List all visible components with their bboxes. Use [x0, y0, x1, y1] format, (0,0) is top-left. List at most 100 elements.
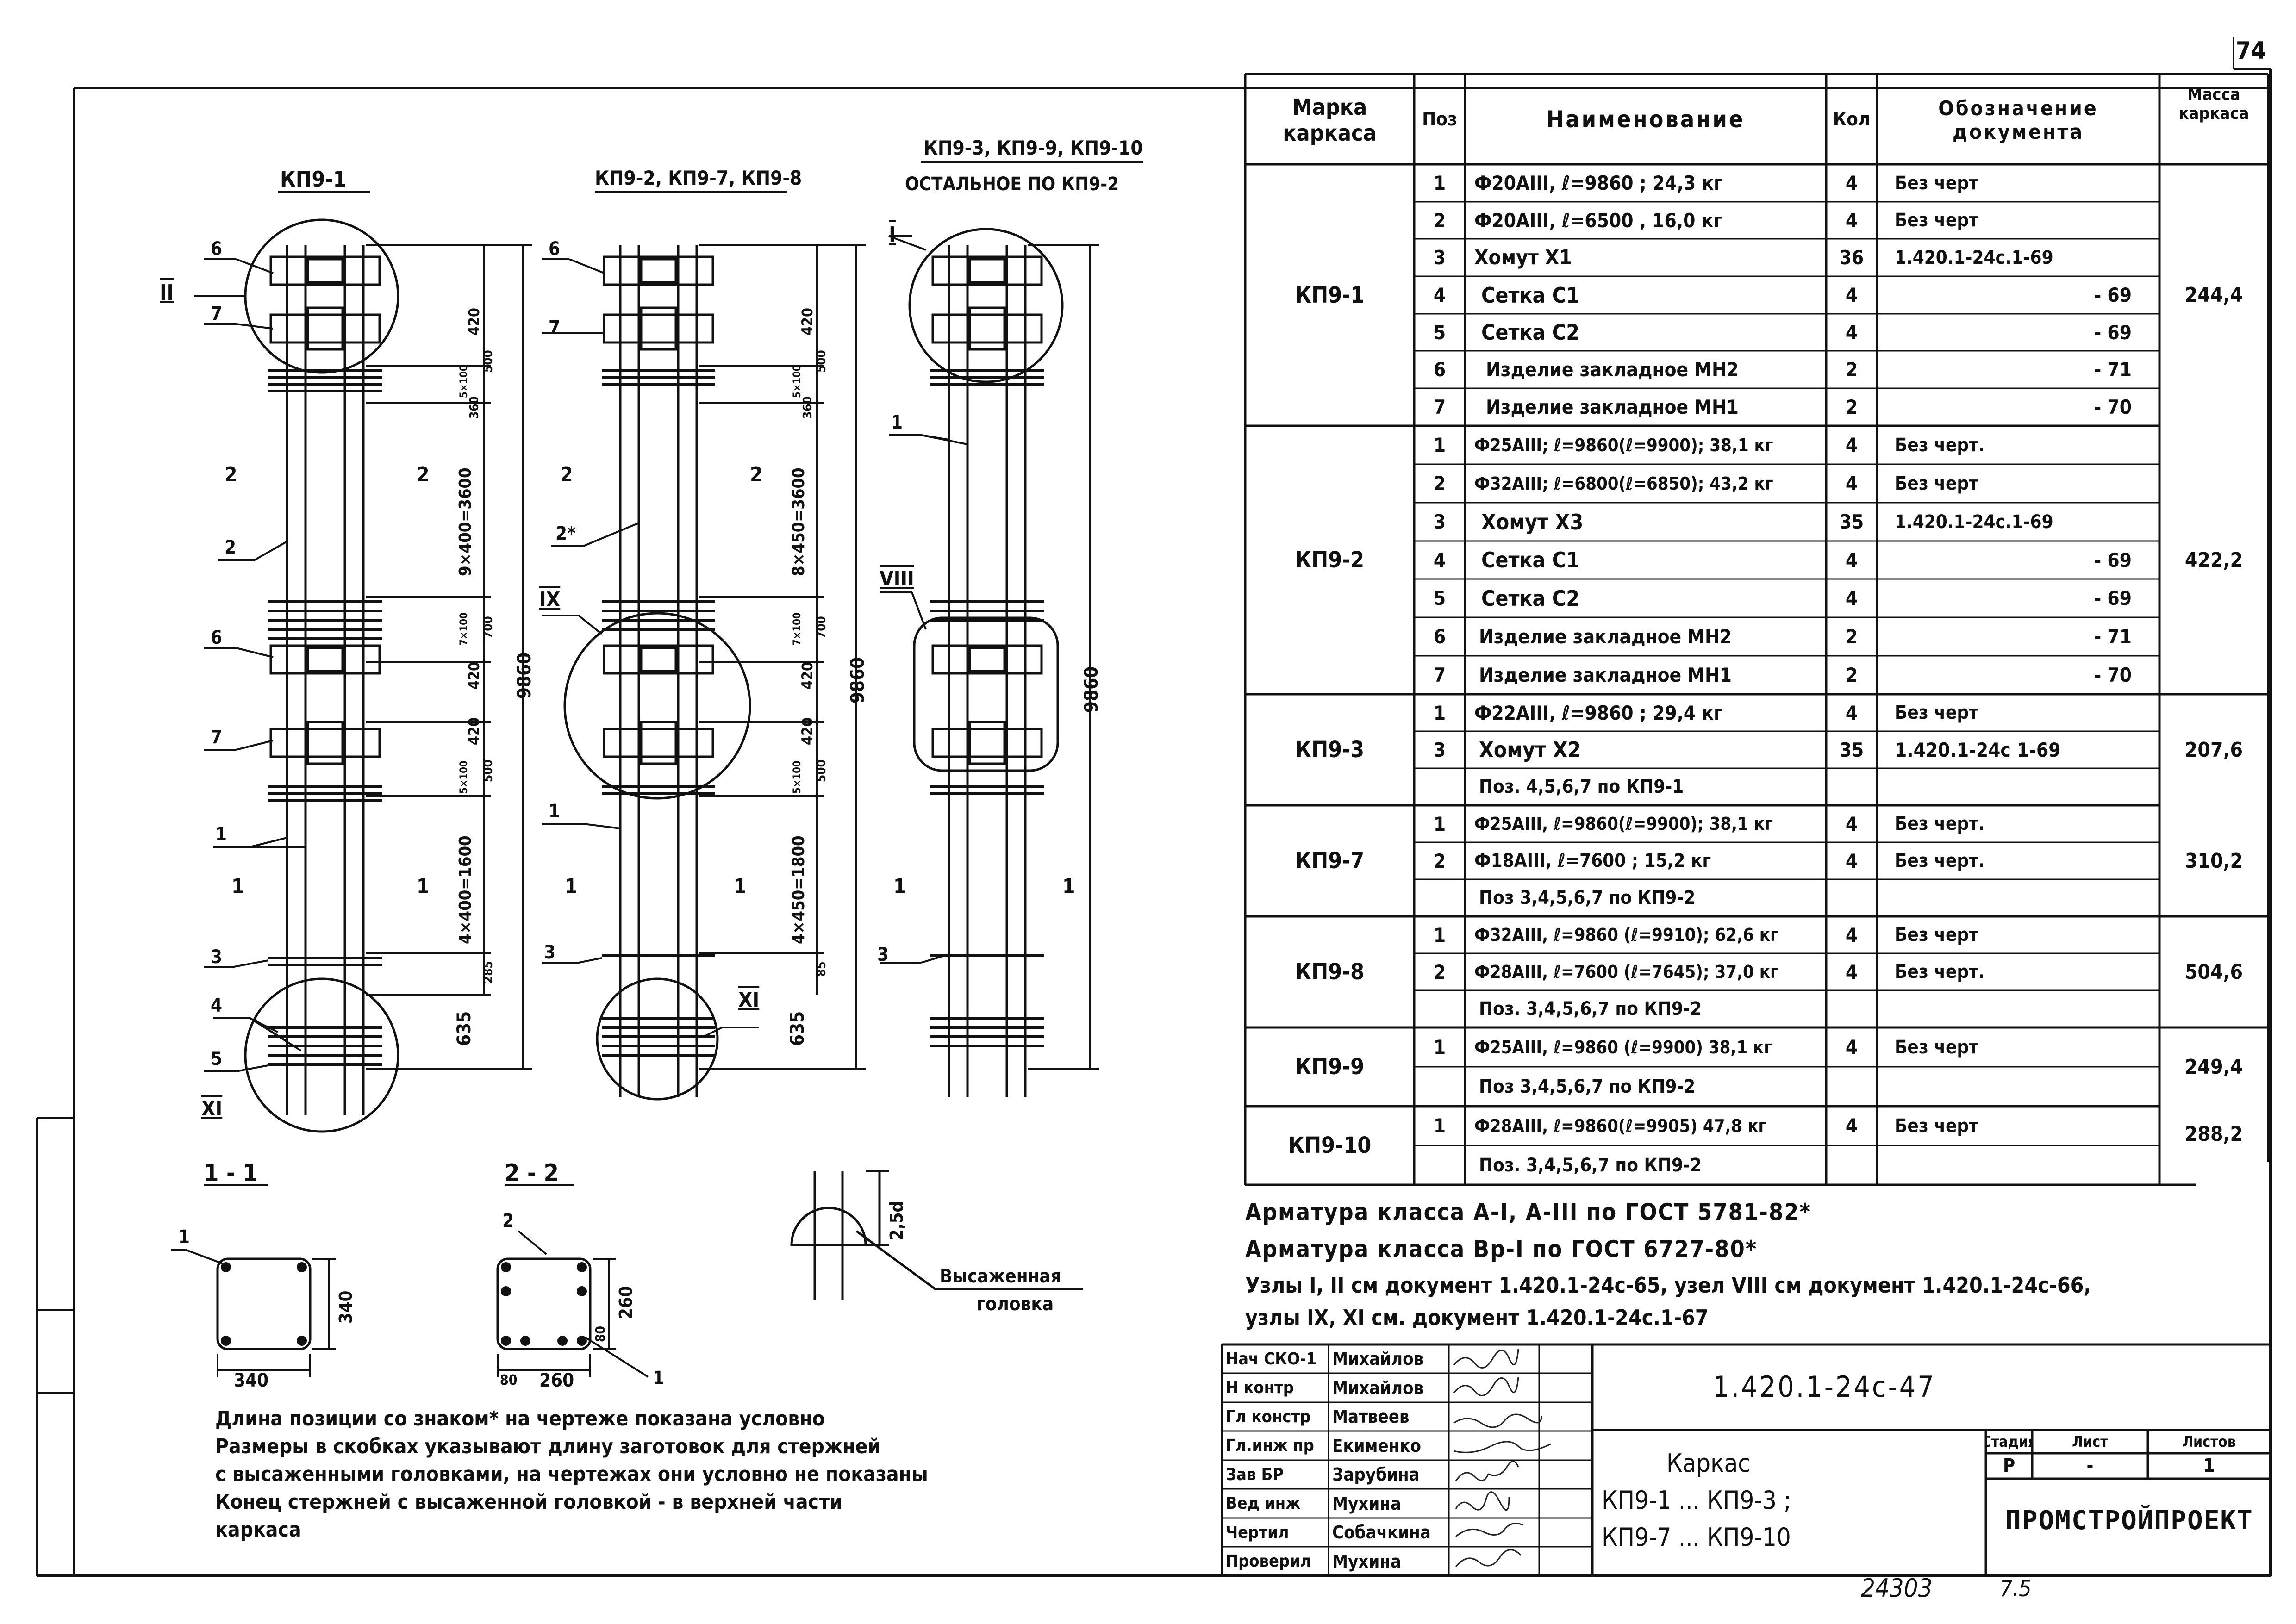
dim-kp9-1: 4×400=1600 [456, 835, 475, 944]
row-pos: 1 [1433, 1036, 1446, 1058]
col-header-mass-2: каркаса [2178, 104, 2249, 123]
row-name: Сетка С1 [1481, 282, 1580, 308]
row-name-ref: Поз. 3,4,5,6,7 по КП9-2 [1479, 1154, 1702, 1176]
pos-label-6: 6 [211, 627, 223, 648]
row-qty: 4 [1845, 172, 1858, 194]
note-line: каркаса [215, 1518, 301, 1542]
head-label: головка [977, 1294, 1054, 1315]
row-doc: - 69 [2094, 321, 2132, 344]
row-pos: 6 [1433, 358, 1446, 381]
row-pos: 3 [1433, 246, 1446, 269]
signature-1 [1453, 1349, 1519, 1369]
row-name-ref: Поз 3,4,5,6,7 по КП9-2 [1479, 887, 1696, 908]
dim-kp9-2: 360 [801, 396, 815, 419]
row-name: Ф25АIII; ℓ=9860(ℓ=9900); 38,1 кг [1474, 435, 1773, 455]
row-doc: - 70 [2094, 664, 2132, 686]
row-name-ref: Поз. 4,5,6,7 по КП9-1 [1479, 776, 1684, 797]
section-title-2-2: 2 - 2 [505, 1159, 559, 1187]
row-name: Изделие закладное МН1 [1479, 664, 1732, 686]
row-doc: Без черт [1895, 702, 1979, 723]
row-pos: 3 [1433, 738, 1446, 761]
pos-label-2-star: 2* [555, 523, 576, 544]
row-qty: 4 [1845, 548, 1858, 572]
row-pos: 1 [1433, 923, 1446, 946]
tb-stage-label: Стадия [1987, 1433, 2031, 1450]
dim-kp9-2: 85 [815, 961, 829, 977]
pos-label-4: 4 [211, 995, 223, 1016]
dim-kp9-1: 500 [481, 759, 495, 782]
group-mass: 244,4 [2184, 283, 2243, 307]
row-name: Ф18АIII, ℓ=7600 ; 15,2 кг [1474, 850, 1711, 871]
dim-kp9-1: 7×100 [458, 612, 470, 646]
row-qty: 4 [1845, 209, 1858, 232]
dim-kp9-2: 635 [787, 1011, 808, 1046]
tb-sheets-label: Листов [2182, 1433, 2236, 1450]
row-name: Ф20АIII, ℓ=9860 ; 24,3 кг [1474, 172, 1723, 194]
node-mark: XI [201, 1097, 223, 1120]
row-qty: 4 [1845, 701, 1858, 724]
row-qty: 36 [1839, 246, 1864, 269]
row-qty: 4 [1845, 812, 1858, 835]
row-pos: 6 [1433, 625, 1446, 648]
col-header-name: Наименование [1546, 106, 1745, 133]
node-mark: IX [539, 588, 561, 611]
signature-3 [1453, 1413, 1542, 1428]
col-header-mark-2: каркаса [1283, 120, 1377, 146]
tb-role: Гл констр [1226, 1407, 1311, 1426]
row-doc: - 69 [2094, 548, 2132, 572]
row-name: Хомут Х1 [1474, 246, 1572, 269]
drawing-title-kp9-3: КП9-3, КП9-9, КП9-10 [923, 137, 1143, 159]
section-mark-2: 2 [560, 463, 573, 486]
pos-label-7: 7 [211, 727, 223, 748]
drawing-title-kp9-2: КП9-2, КП9-7, КП9-8 [595, 167, 802, 189]
row-pos: 3 [1433, 510, 1446, 533]
group-mass: 422,2 [2184, 548, 2243, 572]
dim-overall-kp9-2: 9860 [847, 657, 868, 703]
row-qty: 4 [1845, 284, 1858, 306]
tb-stage: Р [2003, 1455, 2015, 1476]
row-name: Ф25АIII, ℓ=9860 (ℓ=9900) 38,1 кг [1474, 1037, 1772, 1058]
row-doc: - 70 [2094, 396, 2132, 418]
row-pos: 7 [1433, 664, 1446, 686]
tb-name: Михайлов [1332, 1377, 1424, 1398]
group-mass: 504,6 [2184, 960, 2243, 984]
dim-kp9-1: 500 [481, 350, 495, 373]
row-doc: Без черт. [1895, 434, 1985, 456]
row-pos: 1 [1433, 812, 1446, 835]
row-pos: 2 [1433, 472, 1446, 495]
section-mark-1: 1 [417, 875, 430, 898]
row-name: Сетка С2 [1481, 320, 1580, 345]
row-doc: - 71 [2094, 625, 2132, 648]
signature-7 [1455, 1523, 1523, 1537]
note-line: с высаженными головками, на чертежах они… [215, 1462, 928, 1486]
row-name: Ф32АIII, ℓ=9860 (ℓ=9910); 62,6 кг [1474, 925, 1778, 945]
dim-kp9-2: 500 [815, 350, 829, 373]
dim-kp9-2: 700 [815, 616, 829, 639]
doc-code: 1.420.1-24с-47 [1713, 1370, 1936, 1404]
dim-kp9-2: 420 [799, 717, 816, 745]
row-doc: - 69 [2094, 284, 2132, 306]
row-doc: Без черт [1895, 210, 1979, 231]
node-mark: I [889, 222, 896, 247]
section-dim-height: 260 [616, 1286, 636, 1319]
tb-role: Гл.инж пр [1226, 1436, 1314, 1455]
group-mark: КП9-10 [1288, 1132, 1372, 1158]
org-logo: ПРОМСТРОЙПРОЕКТ [2005, 1505, 2253, 1536]
row-doc: - 69 [2094, 587, 2132, 610]
pos-label-7: 7 [549, 317, 561, 338]
row-doc: - 71 [2094, 358, 2132, 381]
group-mark: КП9-9 [1295, 1054, 1365, 1080]
pos-label-1: 1 [549, 801, 561, 822]
row-doc: Без черт. [1895, 850, 1985, 871]
row-qty: 2 [1845, 358, 1858, 381]
pos-label-1: 1 [891, 412, 903, 433]
dim-kp9-2: 4×450=1800 [789, 835, 808, 944]
row-pos: 7 [1433, 396, 1446, 418]
dim-kp9-1: 635 [454, 1011, 475, 1046]
group-mass: 207,6 [2184, 738, 2243, 762]
note-line: Размеры в скобках указывают длину загото… [215, 1435, 881, 1458]
row-name: Изделие закладное МН2 [1486, 358, 1739, 381]
row-name: Изделие закладное МН2 [1479, 625, 1732, 648]
section-mark-1: 1 [231, 875, 244, 898]
row-doc: 1.420.1-24с 1-69 [1895, 738, 2061, 761]
